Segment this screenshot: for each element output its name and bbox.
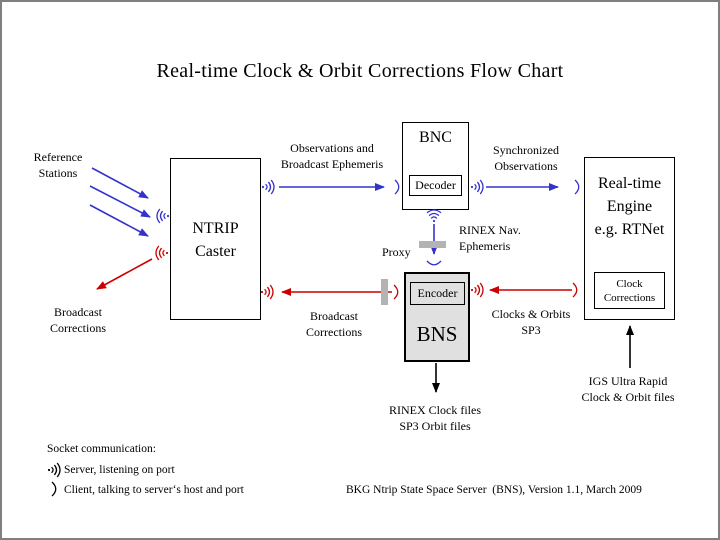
rinex-clock-files-label: RINEX Clock files SP3 Orbit files <box>389 403 481 433</box>
legend-title: Socket communication: <box>47 443 156 455</box>
encoder-label: Encoder <box>417 286 458 300</box>
proxy-bar-horizontal <box>419 241 446 248</box>
clocks-orbits-label: Clocks & Orbits SP3 <box>491 307 571 337</box>
client-icon-bns-left-red <box>393 284 399 300</box>
client-icon-rtnet-left <box>574 179 580 195</box>
proxy-bar-vertical <box>381 279 388 305</box>
clock-corrections-box: Clock Corrections <box>594 272 665 309</box>
broadcast-out-arrow <box>96 258 153 290</box>
reference-arrow-3 <box>89 204 149 237</box>
server-icon-bns-right-red <box>470 282 484 298</box>
slide-caption: BKG Ntrip State Space Server (BNS), Vers… <box>346 484 642 496</box>
legend-client-icon <box>51 481 57 497</box>
broadcast-corrections-mid-label: Broadcast Corrections <box>306 309 362 339</box>
proxy-label: Proxy <box>382 245 411 259</box>
clock-corrections-label: Clock Corrections <box>603 277 656 304</box>
bns-label: BNS <box>416 322 458 346</box>
server-icon-ntrip-left-red <box>155 245 169 261</box>
broadcast-corrections-left-label: Broadcast Corrections <box>50 305 106 335</box>
observations-ephemeris-label: Observations and Broadcast Ephemeris <box>280 141 384 171</box>
ntrip-caster-label: NTRIP Caster <box>192 220 239 260</box>
reference-stations-label: Reference Stations <box>33 150 83 180</box>
decoder-box: Decoder <box>409 175 462 196</box>
client-icon-bnc-left <box>394 179 400 195</box>
synchronized-observations-label: Synchronized Observations <box>493 143 559 173</box>
ntrip-caster-box: NTRIP Caster <box>170 158 261 320</box>
rtnet-label: Real-time Engine e.g. RTNet <box>594 175 665 238</box>
bnc-box: BNC <box>402 122 469 210</box>
legend-client-label: Client, talking to server‘s host and por… <box>64 484 244 496</box>
legend-server-icon <box>47 462 61 478</box>
client-icon-rtnet-left-red <box>572 282 578 298</box>
server-icon-ntrip-left <box>156 208 170 224</box>
diagram-title: Real-time Clock & Orbit Corrections Flow… <box>156 60 564 82</box>
encoder-box: Encoder <box>410 282 465 305</box>
server-icon-bnc-right <box>470 179 484 195</box>
decoder-label: Decoder <box>415 178 456 192</box>
reference-arrow-2 <box>89 185 151 218</box>
bnc-label: BNC <box>419 129 452 146</box>
igs-ultra-rapid-label: IGS Ultra Rapid Clock & Orbit files <box>581 374 675 404</box>
legend-server-label: Server, listening on port <box>64 464 175 476</box>
rinex-nav-label: RINEX Nav. Ephemeris <box>459 223 521 253</box>
server-icon-ntrip-right <box>261 179 275 195</box>
server-icon-ntrip-right-red <box>260 284 274 300</box>
red-arrows <box>96 258 572 296</box>
server-icon-bnc-bottom <box>426 209 442 223</box>
client-icon-bns-top <box>426 260 442 266</box>
